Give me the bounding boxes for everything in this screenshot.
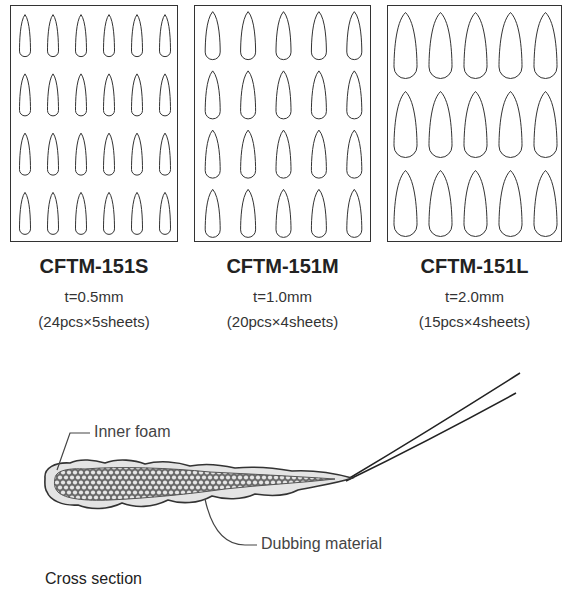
cutout — [464, 171, 487, 237]
cutout — [20, 133, 31, 175]
cutout — [48, 74, 59, 116]
cutout — [429, 92, 452, 158]
thread — [346, 393, 516, 481]
cutout — [394, 13, 417, 79]
cutout — [160, 74, 171, 116]
dubbing-outline — [45, 460, 352, 509]
cutout — [241, 12, 256, 60]
cutout — [534, 92, 557, 158]
cutout — [394, 92, 417, 158]
cutout — [429, 171, 452, 237]
product-code: CFTM-151M — [194, 255, 371, 278]
sheet-outline — [194, 5, 371, 242]
cutout — [534, 171, 557, 237]
cutout — [311, 12, 326, 60]
cutout-shapes — [11, 6, 179, 243]
cutout — [160, 133, 171, 175]
cutout — [20, 192, 31, 234]
leader-line — [205, 499, 257, 545]
inner-foam — [54, 468, 335, 501]
cutout — [276, 12, 291, 60]
cutout — [48, 15, 59, 57]
sheet-outline — [387, 5, 562, 242]
cutout — [132, 192, 143, 234]
cutout — [429, 13, 452, 79]
product-code: CFTM-151S — [10, 255, 178, 278]
cutout — [132, 74, 143, 116]
cutout — [499, 13, 522, 79]
cutout — [276, 189, 291, 237]
cutout — [347, 71, 362, 119]
cutout — [241, 71, 256, 119]
cutout — [241, 130, 256, 178]
cutout — [104, 15, 115, 57]
thread — [348, 373, 520, 479]
cutout — [205, 130, 220, 178]
cutout — [241, 189, 256, 237]
cutout — [499, 171, 522, 237]
foam-sheet: CFTM-151M t=1.0mm (20pcs×4sheets) — [194, 5, 371, 345]
cutout-shapes — [388, 6, 563, 243]
figure-caption: Cross section — [44, 570, 143, 588]
thickness: t=1.0mm — [194, 288, 371, 305]
cutout — [132, 133, 143, 175]
thickness: t=0.5mm — [10, 288, 178, 305]
cutout — [205, 189, 220, 237]
cutout — [347, 189, 362, 237]
cutout — [76, 74, 87, 116]
cutout — [311, 130, 326, 178]
cutout — [311, 189, 326, 237]
cutout — [205, 12, 220, 60]
cutout — [160, 192, 171, 234]
cutout — [276, 130, 291, 178]
foam-sheet: CFTM-151S t=0.5mm (24pcs×5sheets) — [10, 5, 178, 345]
cutout — [499, 92, 522, 158]
cutout — [48, 133, 59, 175]
cutout — [20, 15, 31, 57]
part-label: Inner foam — [93, 423, 171, 441]
quantity: (15pcs×4sheets) — [387, 313, 562, 330]
part-label: Dubbing material — [260, 535, 383, 553]
cutout — [76, 15, 87, 57]
cutout — [464, 13, 487, 79]
cutout — [104, 192, 115, 234]
foam-sheet: CFTM-151L t=2.0mm (15pcs×4sheets) — [387, 5, 562, 345]
product-code: CFTM-151L — [387, 255, 562, 278]
cutout — [534, 13, 557, 79]
sheet-outline — [10, 5, 178, 242]
cutout — [20, 74, 31, 116]
cutout — [205, 71, 220, 119]
cutout — [160, 15, 171, 57]
thickness: t=2.0mm — [387, 288, 562, 305]
cutout — [104, 74, 115, 116]
cutout — [76, 133, 87, 175]
cutout — [276, 71, 291, 119]
cutout-shapes — [195, 6, 372, 243]
cutout — [347, 12, 362, 60]
cutout — [347, 130, 362, 178]
cutout — [394, 171, 417, 237]
cutout — [311, 71, 326, 119]
cutout — [48, 192, 59, 234]
quantity: (20pcs×4sheets) — [194, 313, 371, 330]
cutout — [464, 92, 487, 158]
cutout — [104, 133, 115, 175]
leader-line — [57, 433, 90, 470]
quantity: (24pcs×5sheets) — [10, 313, 178, 330]
cutout — [76, 192, 87, 234]
cutout — [132, 15, 143, 57]
